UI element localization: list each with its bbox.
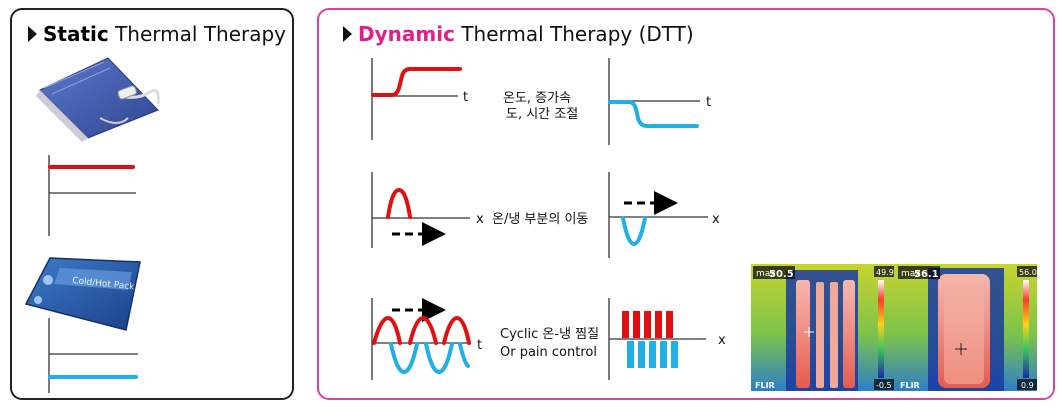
- row3-t-label: t: [477, 338, 482, 353]
- row3-cold-wave-1: [389, 342, 419, 374]
- row1-cold-curve: [608, 100, 699, 128]
- row1-text-line2: 도, 시간 조절: [506, 107, 578, 122]
- svg-text:max: max: [756, 269, 776, 279]
- thermal-left-brand: FLIR: [755, 381, 775, 390]
- row3-cold-pulses: [627, 341, 678, 368]
- thermal-left-scale: [878, 280, 884, 378]
- thermal-left-max: 50.5: [769, 269, 794, 280]
- thermal-left-scale-bottom: -0.5: [876, 381, 892, 390]
- static-cold-chart: [48, 318, 138, 393]
- thermal-right-scale: [1023, 280, 1029, 378]
- row3-hot-pulses: [622, 311, 673, 338]
- thermal-right-brand: FLIR: [900, 381, 920, 390]
- row2-cold-pulse: [621, 216, 647, 246]
- dynamic-title-rest: Thermal Therapy (DTT): [454, 22, 694, 46]
- heating-pad-icon: [36, 57, 160, 142]
- dynamic-title: Dynamic Thermal Therapy (DTT): [343, 22, 694, 46]
- dtt-row3-cyclic-chart: t: [371, 298, 482, 380]
- thermal-right: max 56.1 56.0 0.9 FLIR: [896, 264, 1037, 391]
- row3-hot-wave-1: [372, 316, 402, 345]
- static-title: Static Thermal Therapy: [28, 22, 286, 46]
- thermal-right-scale-bottom: 0.9: [1021, 381, 1034, 390]
- row3-hot-wave-2: [408, 316, 438, 345]
- row1-t-label-b: t: [706, 95, 711, 110]
- cold-hot-pack-icon: Cold/Hot Pack: [24, 257, 141, 331]
- thermal-right-scale-top: 56.0: [1019, 268, 1037, 277]
- thermal-right-max: 56.1: [914, 269, 939, 280]
- row3-cold-wave-3: [458, 342, 470, 368]
- svg-text:max: max: [901, 269, 921, 279]
- row1-hot-curve: [371, 67, 462, 97]
- row3-cold-wave-2: [424, 342, 454, 374]
- static-heat-chart: [48, 155, 136, 236]
- thermal-left-scale-top: 49.9: [876, 268, 894, 277]
- thermal-camera-image: max 50.5 49.9 -0.5 FLIR max 56.1 56.0 0.…: [751, 264, 1037, 391]
- row2-x-label-b: x: [712, 212, 720, 227]
- dtt-row3-pulse-chart: x: [608, 298, 726, 380]
- row3-text-line1: Cyclic 온-냉 찜질: [500, 327, 599, 342]
- static-keyword: Static: [43, 22, 109, 46]
- row3-x-label: x: [718, 333, 726, 348]
- dtt-row2-hot-chart: x: [371, 172, 484, 248]
- row1-text-line1: 온도, 증가속: [503, 91, 571, 106]
- dtt-row1-hot-chart: t: [371, 58, 468, 140]
- static-title-rest: Thermal Therapy: [108, 22, 287, 46]
- dtt-row2-cold-chart: x: [608, 172, 720, 258]
- triangle-bullet-icon: [343, 26, 352, 42]
- triangle-bullet-icon: [28, 26, 37, 42]
- row3-text-line2: Or pain control: [500, 345, 597, 360]
- row2-x-label: x: [476, 212, 484, 227]
- dtt-row1-cold-chart: t: [608, 58, 711, 145]
- row2-text: 온/냉 부분의 이동: [492, 212, 588, 227]
- row2-hot-pulse: [386, 188, 412, 219]
- row1-t-label: t: [463, 90, 468, 105]
- dynamic-keyword: Dynamic: [358, 22, 455, 46]
- static-therapy-panel: Static Thermal Therapy: [10, 8, 294, 400]
- row3-hot-wave-3: [442, 316, 471, 345]
- thermal-left: max 50.5 49.9 -0.5 FLIR: [751, 264, 896, 391]
